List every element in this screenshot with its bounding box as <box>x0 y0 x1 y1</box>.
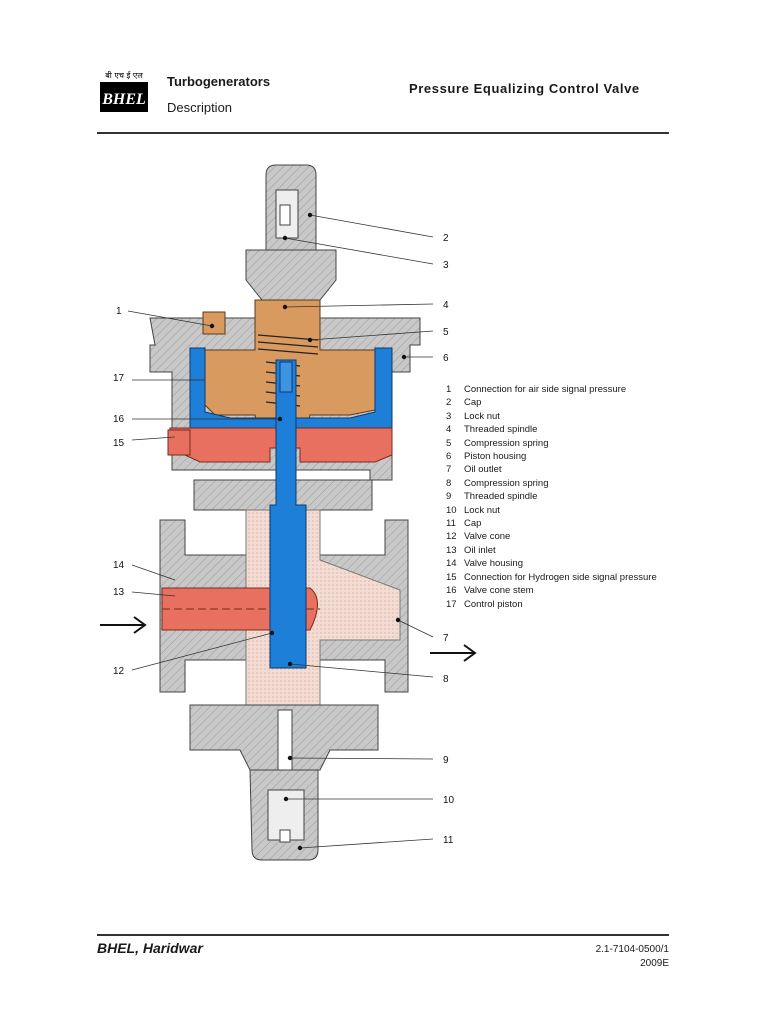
legend-item: 5 Compression spring <box>446 437 657 450</box>
revision-label: 2009E <box>640 958 669 969</box>
callout-6: 6 <box>443 353 449 364</box>
legend-number: 7 <box>446 464 452 476</box>
legend-text: Lock nut <box>464 504 500 516</box>
callout-11: 11 <box>443 835 454 846</box>
legend-number: 17 <box>446 598 457 610</box>
legend-text: Oil inlet <box>464 544 496 556</box>
callout-labels: 1 2 3 4 5 6 7 8 9 10 11 12 13 14 15 16 1… <box>113 233 455 846</box>
page-title: Pressure Equalizing Control Valve <box>409 81 640 96</box>
header-divider <box>97 132 669 134</box>
callout-7: 7 <box>443 633 449 644</box>
legend-number: 4 <box>446 424 452 436</box>
legend-item: 15 Connection for Hydrogen side signal pr… <box>446 571 657 584</box>
legend-text: Lock nut <box>464 410 500 422</box>
legend-number: 9 <box>446 491 452 503</box>
legend-number: 5 <box>446 437 452 449</box>
legend-text: Valve housing <box>464 558 523 570</box>
legend-item: 4 Threaded spindle <box>446 423 657 436</box>
parts-legend: 1 Connection for air side signal pressure… <box>446 383 657 611</box>
legend-number: 11 <box>446 518 456 530</box>
legend-number: 8 <box>446 477 452 489</box>
callout-10: 10 <box>443 795 455 806</box>
upper-neck <box>245 249 337 301</box>
legend-item: 16 Valve cone stem <box>446 584 657 597</box>
legend-text: Cap <box>464 518 482 530</box>
bottom-cap <box>249 769 319 861</box>
svg-text:बी एच ई एल: बी एच ई एल <box>105 70 143 80</box>
leader-lines <box>127 214 434 849</box>
legend-text: Threaded spindle <box>464 491 538 503</box>
top-cap <box>265 164 317 251</box>
footer-divider <box>97 934 669 936</box>
company-heading: Turbogenerators <box>167 74 271 89</box>
callout-4: 4 <box>443 300 449 311</box>
legend-text: Control piston <box>464 598 523 610</box>
legend-item: 8 Compression spring <box>446 477 657 490</box>
legend-item: 1 Connection for air side signal pressure <box>446 383 657 396</box>
callout-8: 8 <box>443 674 449 685</box>
legend-text: Cap <box>464 397 482 409</box>
legend-text: Connection for Hydrogen side signal pres… <box>464 571 657 583</box>
callout-3: 3 <box>443 260 449 271</box>
callout-15: 15 <box>113 438 125 449</box>
air-connection-port <box>202 311 226 335</box>
legend-item: 10 Lock nut <box>446 504 657 517</box>
legend-text: Compression spring <box>464 477 549 489</box>
legend-number: 3 <box>446 410 452 422</box>
legend-item: 11 Cap <box>446 517 657 530</box>
legend-number: 2 <box>446 397 452 409</box>
callout-2: 2 <box>443 233 449 244</box>
legend-number: 10 <box>446 504 457 516</box>
legend-item: 9 Threaded spindle <box>446 490 657 503</box>
callout-14: 14 <box>113 560 125 571</box>
legend-number: 1 <box>446 384 452 395</box>
legend-text: Piston housing <box>464 451 527 463</box>
legend-text: Valve cone <box>464 531 511 543</box>
bhel-logo: बी एच ई एल BHEL <box>100 70 148 112</box>
callout-13: 13 <box>113 587 125 598</box>
inlet-arrow <box>100 616 147 634</box>
legend-number: 13 <box>446 544 457 556</box>
svg-text:BHEL: BHEL <box>101 91 146 108</box>
legend-number: 16 <box>446 585 457 597</box>
outlet-arrow <box>430 644 477 662</box>
legend-text: Connection for air side signal pressure <box>464 384 627 395</box>
callout-5: 5 <box>443 327 449 338</box>
callout-1: 1 <box>116 306 122 317</box>
legend-item: 14 Valve housing <box>446 557 657 570</box>
footer-company: BHEL, Haridwar <box>97 940 203 956</box>
legend-number: 12 <box>446 531 457 543</box>
legend-number: 14 <box>446 558 457 570</box>
legend-text: Compression spring <box>464 437 549 449</box>
leader-dots <box>209 212 407 851</box>
legend-item: 3 Lock nut <box>446 410 657 423</box>
callout-17: 17 <box>113 373 125 384</box>
legend-item: 2 Cap <box>446 396 657 409</box>
legend-item: 13 Oil inlet <box>446 544 657 557</box>
legend-text: Oil outlet <box>464 464 502 476</box>
legend-item: 7 Oil outlet <box>446 463 657 476</box>
valve-cone-stem <box>269 359 307 669</box>
legend-number: 6 <box>446 451 452 463</box>
callout-16: 16 <box>113 414 125 425</box>
callout-12: 12 <box>113 666 125 677</box>
hydrogen-connection-port <box>167 429 191 456</box>
legend-text: Threaded spindle <box>464 424 538 436</box>
legend-item: 6 Piston housing <box>446 450 657 463</box>
legend-item: 12 Valve cone <box>446 530 657 543</box>
document-code: 2.1-7104-0500/1 <box>595 944 669 955</box>
section-label: Description <box>167 100 233 115</box>
callout-9: 9 <box>443 755 449 766</box>
legend-number: 15 <box>446 571 457 583</box>
legend-item: 17 Control piston <box>446 598 657 611</box>
legend-text: Valve cone stem <box>464 585 534 597</box>
